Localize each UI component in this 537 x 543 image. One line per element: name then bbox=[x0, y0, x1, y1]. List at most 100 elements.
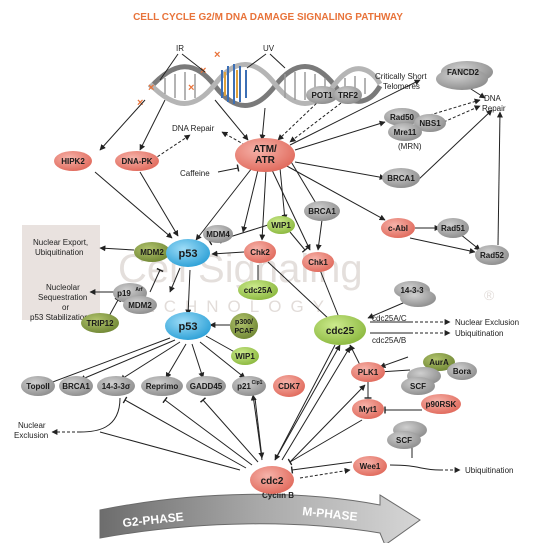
label-nucleolar-1: Nucleolar bbox=[46, 283, 80, 292]
svg-text:TRF2: TRF2 bbox=[338, 91, 359, 100]
label-telomeres-2: Telomeres bbox=[383, 82, 420, 91]
svg-text:Wee1: Wee1 bbox=[360, 462, 381, 471]
node-cdk7: CDK7 bbox=[273, 375, 305, 397]
label-dna-repair-right-1: DNA bbox=[484, 94, 502, 103]
svg-text:×: × bbox=[137, 97, 143, 109]
node-p53-top: p53 bbox=[166, 239, 210, 267]
node-chk1: Chk1 bbox=[302, 252, 334, 272]
node-wee1: Wee1 bbox=[353, 456, 387, 476]
label-dna-repair-top: DNA Repair bbox=[172, 124, 215, 133]
svg-text:MDM2: MDM2 bbox=[128, 301, 152, 310]
svg-text:p300/: p300/ bbox=[235, 319, 253, 326]
label-nucleolar-3: or bbox=[62, 303, 69, 312]
label-ubiquitination-right: Ubiquitination bbox=[455, 329, 503, 338]
svg-text:FANCD2: FANCD2 bbox=[447, 68, 480, 77]
node-aura: AurA bbox=[423, 353, 455, 371]
node-cdc2: cdc2 bbox=[250, 466, 294, 494]
phase-m: M-PHASE bbox=[302, 504, 359, 524]
svg-text:BRCA1: BRCA1 bbox=[387, 174, 415, 183]
phase-g2: G2-PHASE bbox=[122, 510, 184, 530]
label-cdc25ac: cdc25A/C bbox=[372, 314, 407, 323]
node-trf2: TRF2 bbox=[334, 86, 362, 104]
node-scf-bottom: SCF bbox=[387, 421, 427, 449]
svg-text:p53: p53 bbox=[179, 248, 198, 260]
node-mdm2-b: MDM2 bbox=[123, 296, 157, 314]
node-scf-top: SCF bbox=[401, 367, 441, 395]
label-caffeine: Caffeine bbox=[180, 169, 210, 178]
node-gadd45: GADD45 bbox=[186, 376, 226, 396]
label-nuclear-exclusion-left-1: Nuclear bbox=[18, 421, 46, 430]
label-ubiquitination-bottom: Ubiquitination bbox=[465, 466, 513, 475]
watermark-reg: ® bbox=[484, 287, 495, 303]
node-mdm2-a: MDM2 bbox=[134, 242, 170, 262]
node-hipk2: HIPK2 bbox=[54, 151, 92, 171]
svg-text:14-3-3: 14-3-3 bbox=[400, 286, 424, 295]
node-brca1-top: BRCA1 bbox=[382, 168, 420, 188]
label-mrn: (MRN) bbox=[398, 142, 422, 151]
node-plk1: PLK1 bbox=[351, 362, 385, 382]
svg-text:DNA-PK: DNA-PK bbox=[121, 157, 152, 166]
node-topoii: TopoII bbox=[21, 376, 55, 396]
node-wip1-top: WIP1 bbox=[267, 216, 295, 234]
svg-text:Bora: Bora bbox=[453, 367, 472, 376]
node-mre11: Mre11 bbox=[388, 123, 422, 141]
phase-arrow: G2-PHASE M-PHASE bbox=[99, 493, 421, 543]
node-cabl: c-Abl bbox=[381, 218, 415, 238]
svg-text:Chk2: Chk2 bbox=[250, 248, 270, 257]
svg-text:14-3-3σ: 14-3-3σ bbox=[102, 382, 131, 391]
svg-text:TopoII: TopoII bbox=[26, 382, 49, 391]
label-cdc25ab: cdc25A/B bbox=[372, 336, 406, 345]
svg-text:MDM4: MDM4 bbox=[206, 230, 230, 239]
node-cdc25a: cdc25A bbox=[238, 280, 278, 300]
svg-text:NBS1: NBS1 bbox=[419, 119, 441, 128]
svg-text:ATR: ATR bbox=[255, 155, 276, 166]
svg-text:Arf: Arf bbox=[135, 287, 143, 293]
svg-text:CDK7: CDK7 bbox=[278, 382, 300, 391]
node-atm-atr: ATM/ ATR bbox=[235, 138, 295, 172]
diagram-title: CELL CYCLE G2/M DNA DAMAGE SIGNALING PAT… bbox=[133, 12, 403, 23]
nodes: FANCD2 POT1 TRF2 Rad50 NBS1 Mre11 ATM/ A… bbox=[21, 61, 509, 494]
node-brca1-mid: BRCA1 bbox=[304, 201, 340, 221]
svg-text:cdc25: cdc25 bbox=[326, 326, 355, 337]
svg-text:×: × bbox=[214, 49, 220, 61]
label-dna-repair-right-2: Repair bbox=[482, 104, 506, 113]
svg-text:PCAF: PCAF bbox=[234, 328, 254, 335]
edges bbox=[48, 79, 503, 479]
node-rad50: Rad50 bbox=[384, 108, 420, 126]
svg-text:WIP1: WIP1 bbox=[271, 221, 291, 230]
label-uv: UV bbox=[263, 44, 275, 53]
node-cdc25: cdc25 bbox=[314, 315, 366, 345]
svg-text:p21: p21 bbox=[237, 382, 251, 391]
svg-text:Rad52: Rad52 bbox=[480, 251, 505, 260]
label-nuclear-export-1: Nuclear Export, bbox=[33, 238, 88, 247]
svg-text:MDM2: MDM2 bbox=[140, 248, 164, 257]
svg-text:Mre11: Mre11 bbox=[394, 128, 417, 137]
node-p300-pcaf: p300/ PCAF bbox=[230, 313, 258, 339]
svg-text:Rad50: Rad50 bbox=[390, 113, 415, 122]
svg-text:Myt1: Myt1 bbox=[359, 405, 378, 414]
node-bora: Bora bbox=[447, 362, 477, 380]
node-14-3-3-sigma: 14-3-3σ bbox=[97, 376, 135, 396]
label-ir: IR bbox=[176, 44, 184, 53]
node-rad52: Rad52 bbox=[475, 245, 509, 265]
watermark-line2: TECHNOLOGY bbox=[124, 297, 333, 316]
svg-text:POT1: POT1 bbox=[312, 91, 333, 100]
node-mdm4: MDM4 bbox=[203, 225, 233, 243]
svg-text:SCF: SCF bbox=[410, 382, 426, 391]
svg-text:HIPK2: HIPK2 bbox=[61, 157, 85, 166]
node-rad51: Rad51 bbox=[437, 218, 469, 238]
svg-text:×: × bbox=[148, 82, 154, 94]
node-wip1-bottom: WIP1 bbox=[231, 347, 259, 365]
label-nuclear-export-2: Ubiquitination bbox=[35, 248, 83, 257]
svg-text:cdc2: cdc2 bbox=[261, 476, 284, 487]
node-trip12: TRIP12 bbox=[81, 313, 119, 333]
node-brca1-bottom: BRCA1 bbox=[59, 376, 93, 396]
svg-text:PLK1: PLK1 bbox=[358, 368, 379, 377]
node-fancd2: FANCD2 bbox=[436, 61, 493, 90]
svg-text:SCF: SCF bbox=[396, 436, 412, 445]
node-nbs1: NBS1 bbox=[414, 114, 446, 132]
node-p21: p21 Cip1 bbox=[232, 376, 266, 396]
svg-text:GADD45: GADD45 bbox=[190, 382, 223, 391]
svg-text:Rad51: Rad51 bbox=[441, 224, 466, 233]
annotations: Critically Short Telomeres DNA Repair DN… bbox=[14, 72, 519, 500]
